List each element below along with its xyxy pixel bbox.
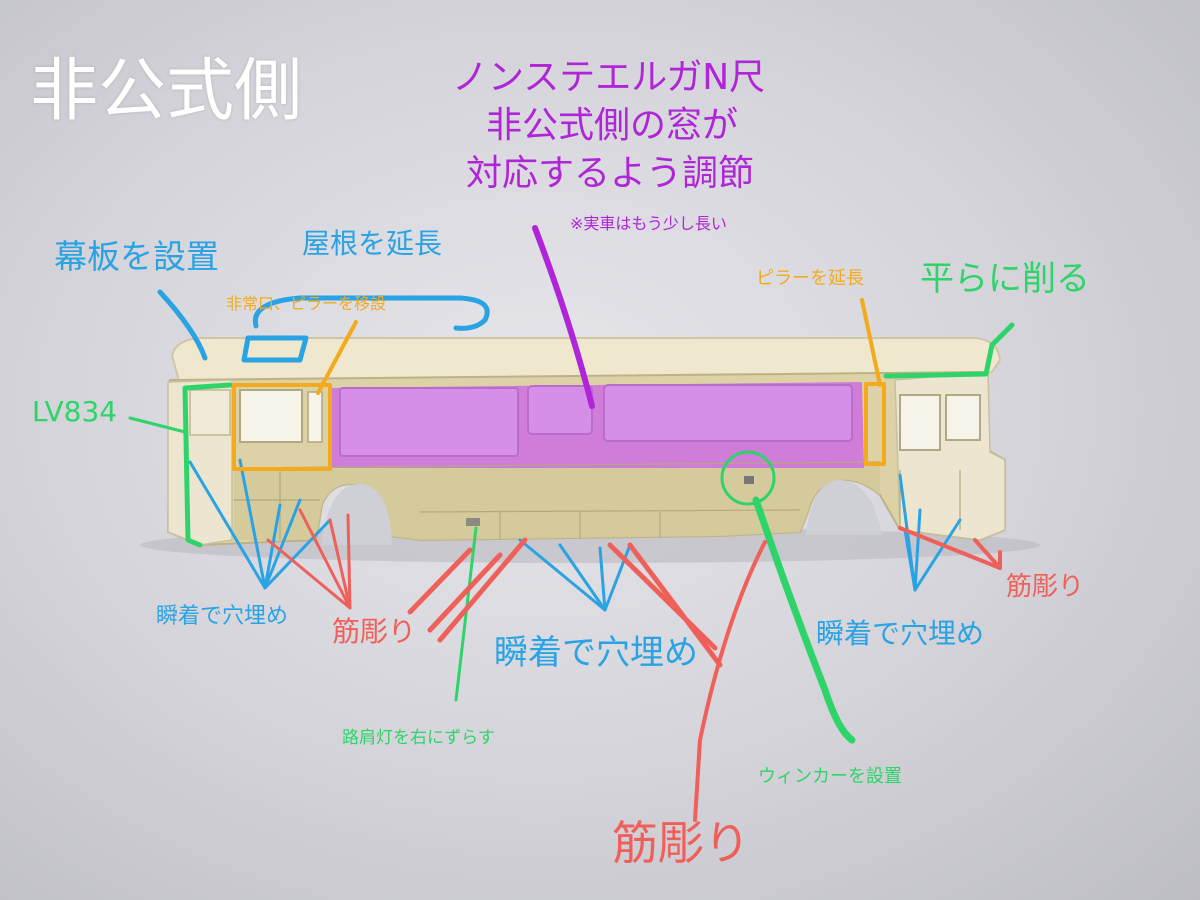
purple-note-line2: 非公式側の窓が xyxy=(486,105,739,146)
groove-right-label: 筋彫り xyxy=(1006,572,1085,602)
orange-emergency-line xyxy=(316,320,358,395)
window-mid xyxy=(527,385,593,435)
blue-roof-outline xyxy=(241,335,309,363)
wheel-arch-front xyxy=(322,484,392,545)
blue-rays-right xyxy=(898,473,962,592)
shoulder-light-label: 路肩灯を右にずらす xyxy=(342,728,495,748)
green-winker-line xyxy=(752,496,856,744)
emergency-label: 非常口、ピラーを移設 xyxy=(226,294,387,313)
rear-window-1 xyxy=(899,394,941,451)
blue-rays-left xyxy=(188,458,332,590)
orange-pillar-line xyxy=(860,298,882,387)
page-title: 非公式側 xyxy=(30,52,303,131)
orange-pillar-box xyxy=(864,382,886,466)
bus-lower-panel xyxy=(234,462,880,540)
glue-left-label: 瞬着で穴埋め xyxy=(156,604,289,629)
flatten-label: 平らに削る xyxy=(920,259,1090,299)
winker-label: ウィンカーを設置 xyxy=(758,766,902,787)
purple-note-line3: 対応するよう調節 xyxy=(466,153,755,194)
blue-rays-center xyxy=(518,538,632,612)
glue-center-label: 瞬着で穴埋め xyxy=(494,633,698,673)
orange-emergency-box xyxy=(232,383,332,471)
groove-bottom-label: 筋彫り xyxy=(612,816,750,870)
groove-left-label: 筋彫り xyxy=(332,615,417,648)
front-side-panel xyxy=(189,389,231,436)
curtain-label: 幕板を設置 xyxy=(54,237,219,276)
front-pillar-window xyxy=(307,391,323,443)
model-label: LV834 xyxy=(32,395,118,428)
green-flatten-line xyxy=(883,322,1015,379)
rear-window-2 xyxy=(945,394,981,441)
purple-note-small: ※実車はもう少し長い xyxy=(570,214,727,233)
window-left xyxy=(339,387,519,457)
green-winker-circle xyxy=(720,450,776,506)
green-lv-line xyxy=(128,416,187,434)
purple-arrow xyxy=(532,225,595,409)
window-right xyxy=(603,384,853,442)
red-grooves-right xyxy=(898,526,1002,570)
glue-right-label: 瞬着で穴埋め xyxy=(816,617,985,650)
blue-roof-bracket xyxy=(252,295,490,331)
pillar-label: ピラーを延長 xyxy=(756,268,864,289)
winker-marker xyxy=(744,476,754,484)
green-light-line xyxy=(454,526,478,702)
red-grooves-center xyxy=(407,537,723,668)
green-front-outline xyxy=(182,382,233,548)
annotation-strokes xyxy=(128,225,1015,822)
roof-label: 屋根を延長 xyxy=(302,227,443,260)
red-grooves-left xyxy=(266,508,352,610)
bus-roof xyxy=(170,337,1002,386)
wheel-arch-rear xyxy=(806,480,882,535)
red-bottom-line xyxy=(693,540,767,822)
shoulder-light xyxy=(466,518,480,526)
front-door-window xyxy=(239,389,303,443)
purple-note-line1: ノンステエルガN尺 xyxy=(452,57,766,98)
blue-curtain-line xyxy=(157,289,208,361)
